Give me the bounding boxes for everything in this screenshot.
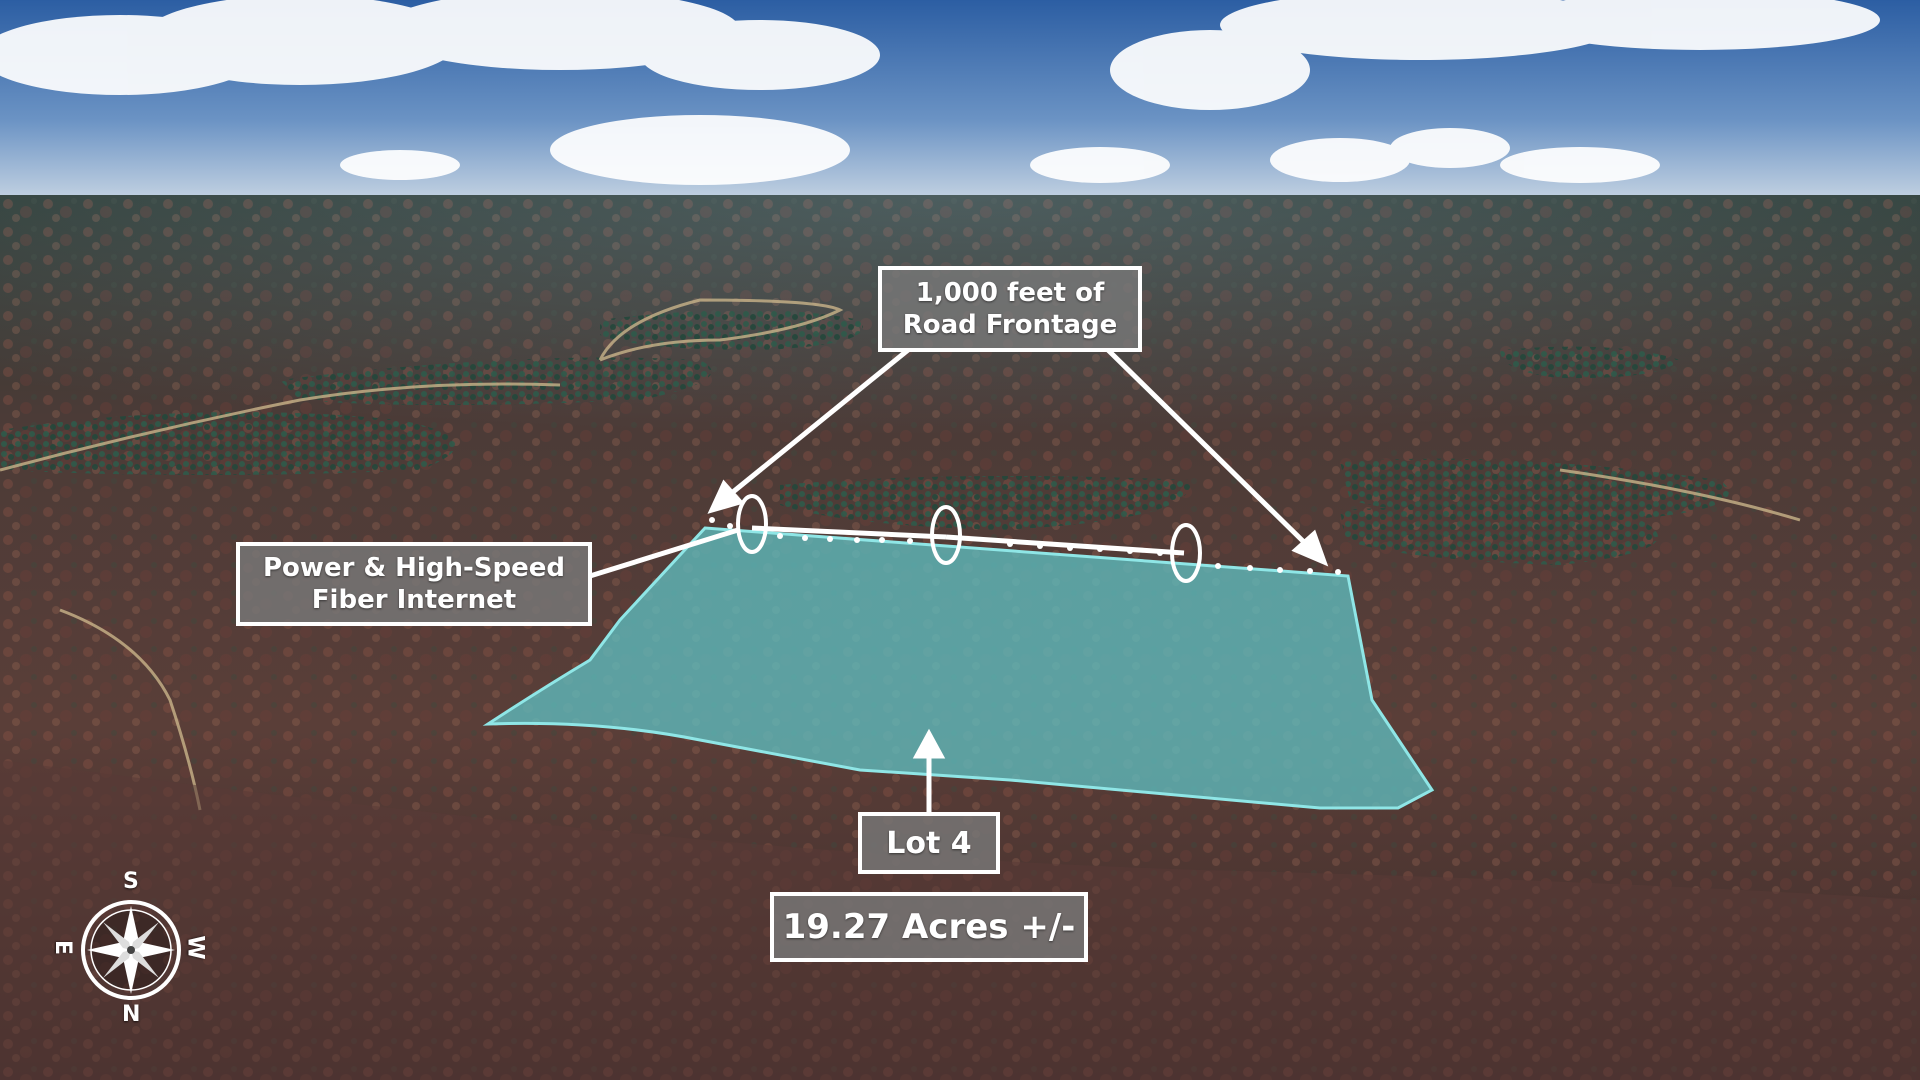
- utility-pole-marker-icon: [736, 494, 1202, 583]
- compass-letter-top: S: [123, 869, 139, 894]
- compass-letter-bottom: N: [122, 1002, 141, 1027]
- dirt-roads: [0, 298, 1801, 811]
- power-fiber-line2: Fiber Internet: [311, 585, 517, 615]
- tree-stands: [0, 310, 1729, 565]
- road-frontage-label: 1,000 feet of Road Frontage: [878, 266, 1142, 352]
- lot-4-parcel[interactable]: [482, 526, 1435, 810]
- power-line: [751, 525, 1185, 556]
- clouds: [0, 0, 1880, 185]
- compass-letter-left: E: [50, 939, 76, 956]
- compass-rose-icon: [81, 900, 181, 1000]
- compass-letter-right: W: [182, 935, 208, 960]
- power-fiber-line1: Power & High-Speed: [263, 553, 565, 583]
- acreage-label: 19.27 Acres +/-: [770, 892, 1088, 962]
- road-frontage-line2: Road Frontage: [902, 310, 1118, 340]
- power-fiber-label: Power & High-Speed Fiber Internet: [236, 542, 592, 626]
- lot-number-label: Lot 4: [858, 812, 1000, 874]
- acreage-text: 19.27 Acres +/-: [782, 907, 1076, 947]
- callout-arrows: [589, 348, 1329, 812]
- lot-number-text: Lot 4: [886, 825, 972, 861]
- road-frontage-line1: 1,000 feet of: [915, 278, 1105, 308]
